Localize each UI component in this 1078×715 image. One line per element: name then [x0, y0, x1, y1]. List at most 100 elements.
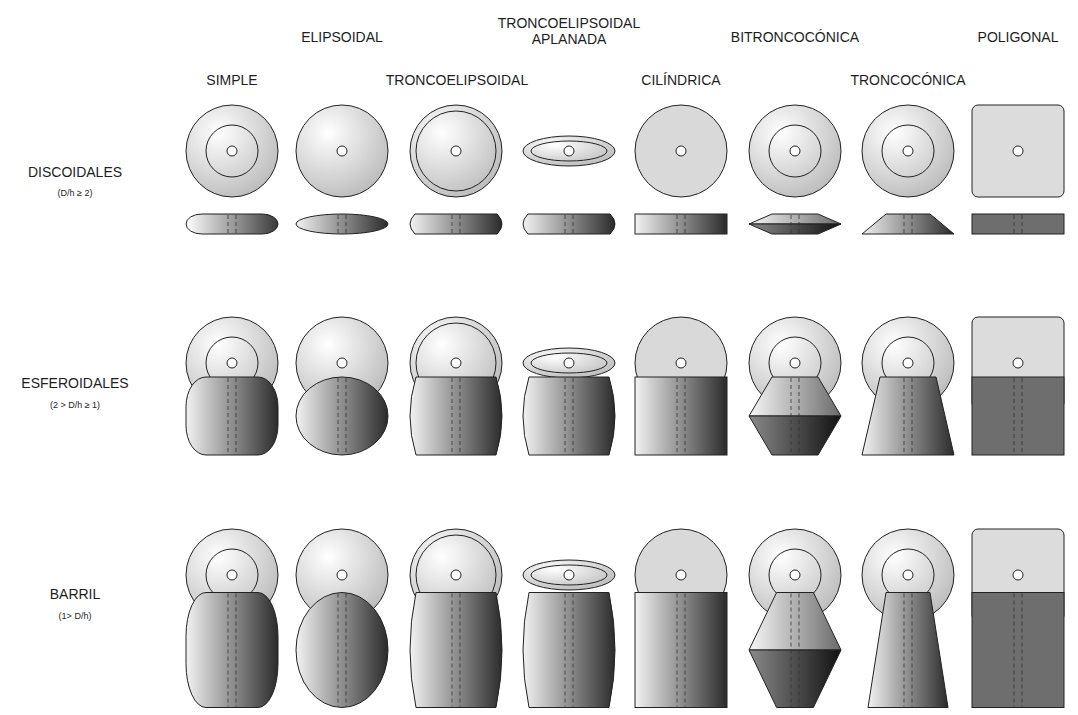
bead-hole	[564, 358, 574, 368]
perforation-line	[904, 215, 905, 233]
perforation-line	[912, 378, 913, 454]
bead-hole	[676, 570, 686, 580]
column-header: ELIPSOIDAL	[301, 29, 383, 45]
column-header: TRONCOELIPSOIDAL APLANADA	[489, 15, 649, 47]
bead-hole	[790, 146, 800, 156]
perforation-line	[460, 378, 461, 454]
perforation-line	[677, 594, 678, 707]
perforation-line	[791, 378, 792, 454]
bead-side-view	[749, 214, 841, 234]
perforation-line	[228, 215, 229, 233]
perforation-line	[565, 215, 566, 233]
perforation-line	[565, 594, 566, 707]
bead-hole	[451, 146, 461, 156]
bead-side-view	[972, 214, 1064, 234]
ratio-label: (1> D/h)	[59, 611, 92, 621]
bead-side-view	[972, 593, 1064, 708]
perforation-line	[1014, 594, 1015, 707]
bead-top-view	[523, 348, 615, 378]
bead-hole	[564, 146, 574, 156]
bead-hole	[1013, 146, 1023, 156]
perforation-line	[904, 594, 905, 707]
perforation-line	[338, 215, 339, 233]
perforation-line	[452, 594, 453, 707]
bead-side-view	[296, 214, 388, 234]
perforation-line	[677, 378, 678, 454]
bead-side-view	[186, 593, 278, 708]
bead-top-view	[523, 560, 615, 590]
bead-top-view	[186, 105, 278, 197]
perforation-line	[565, 378, 566, 454]
perforation-line	[452, 378, 453, 454]
column-header: TRONCOELIPSOIDAL	[386, 72, 528, 88]
bead-top-view	[635, 105, 727, 197]
perforation-line	[228, 378, 229, 454]
perforation-line	[1014, 378, 1015, 454]
perforation-line	[338, 594, 339, 707]
row-label: BARRIL	[50, 586, 101, 602]
column-header: TRONCOCÓNICA	[850, 72, 965, 88]
bead-side-view	[868, 593, 948, 708]
bead-side-view	[296, 377, 388, 455]
bead-hole	[676, 146, 686, 156]
bead-side-view	[410, 377, 502, 455]
bead-side-view	[862, 214, 954, 234]
bead-hole	[451, 358, 461, 368]
perforation-line	[346, 378, 347, 454]
bead-side-view	[186, 377, 278, 455]
perforation-line	[1014, 215, 1015, 233]
column-header: BITRONCOCÓNICA	[731, 29, 859, 45]
bead-hole	[227, 358, 237, 368]
bead-side-view	[186, 214, 278, 234]
bead-side-view	[523, 214, 615, 234]
perforation-line	[791, 215, 792, 233]
bead-side-view	[635, 593, 727, 708]
perforation-line	[685, 594, 686, 707]
perforation-line	[1022, 378, 1023, 454]
bead-side-view	[635, 214, 727, 234]
bead-hole	[1013, 358, 1023, 368]
bead-side-view	[749, 377, 841, 455]
perforation-line	[912, 215, 913, 233]
bead-side-view	[296, 593, 388, 708]
perforation-line	[799, 378, 800, 454]
bead-top-view	[523, 136, 615, 166]
perforation-line	[573, 215, 574, 233]
bead-hole	[227, 146, 237, 156]
bead-side-view	[749, 593, 841, 708]
bead-top-view	[296, 105, 388, 197]
bead-hole	[903, 570, 913, 580]
bead-side-view	[523, 377, 615, 455]
bead-side-view	[972, 377, 1064, 455]
perforation-line	[799, 594, 800, 707]
perforation-line	[677, 215, 678, 233]
bead-top-view	[410, 105, 502, 197]
bead-hole	[337, 146, 347, 156]
bead-hole	[903, 358, 913, 368]
column-header: SIMPLE	[206, 72, 257, 88]
perforation-line	[460, 215, 461, 233]
perforation-line	[1022, 215, 1023, 233]
column-header: CILÍNDRICA	[641, 72, 720, 88]
perforation-line	[228, 594, 229, 707]
bead-side-view	[635, 377, 727, 455]
ratio-label: (2 > D/h ≥ 1)	[50, 400, 100, 410]
bead-side-view	[410, 214, 502, 234]
bead-hole	[227, 570, 237, 580]
perforation-line	[799, 215, 800, 233]
bead-side-view	[523, 593, 615, 708]
column-header: POLIGONAL	[978, 29, 1059, 45]
perforation-line	[685, 215, 686, 233]
perforation-line	[685, 378, 686, 454]
perforation-line	[1022, 594, 1023, 707]
bead-hole	[337, 570, 347, 580]
perforation-line	[460, 594, 461, 707]
bead-hole	[564, 570, 574, 580]
bead-top-view	[749, 105, 841, 197]
bead-hole	[903, 146, 913, 156]
perforation-line	[346, 215, 347, 233]
ratio-label: (D/h ≥ 2)	[58, 188, 93, 198]
bead-side-view	[410, 593, 502, 708]
bead-hole	[451, 570, 461, 580]
